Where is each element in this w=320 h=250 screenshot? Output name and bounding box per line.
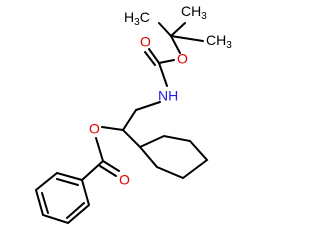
bond-c-ch3-left [158,22,172,37]
chemical-structure-diagram: H3C CH3 CH3 O O NH O O [34,3,232,225]
h3c-label-h: H [124,9,134,25]
ch3-top-label-subscript: 3 [201,11,207,22]
ch3-right-label: CH3 [206,32,232,51]
benzene-ring [34,171,91,225]
benzene-inner-bond-1 [56,178,79,186]
bond-ester-c-o-double-1 [102,160,120,172]
bond-ch2-ch [122,109,137,131]
oxygen-tbu-label: O [177,51,188,67]
ch3-right-label-ch: CH [206,32,226,48]
benzene-inner-bond-3 [66,202,85,219]
oxygen-ester-label: O [89,121,100,137]
bond-carbamate-c-n [158,62,168,87]
benzene-inner-bond-2 [41,192,49,214]
bond-o-ester-carbonyl-c [95,137,104,162]
bond-ch-cyclohexyl [122,129,141,148]
ch3-right-label-subscript: 3 [226,40,232,51]
bond-carbamate-c-o-double-2 [144,51,156,66]
bond-n-ch2 [135,101,161,111]
bond-carbamate-c-o-double-1 [148,48,160,64]
bond-c-o-tbu [170,35,181,54]
oxygen-carbamate-carbonyl-label: O [140,34,151,50]
ch3-top-label-ch: CH [181,3,201,19]
bond-c-ch3-right [170,35,204,42]
cyclohexane-ring [138,134,209,180]
h3c-label: H3C [124,9,150,28]
oxygen-ester-carbonyl-label: O [119,172,130,188]
h3c-label-subscript: 3 [134,17,140,28]
ch3-top-label: CH3 [181,3,207,22]
nh-label: NH [158,88,178,104]
bond-c-ch3-top [170,22,186,37]
bond-o-carbamate-c [158,59,175,64]
bond-ester-c-phenyl [81,160,104,181]
bond-ch-o-ester [101,126,124,131]
h3c-label-c: C [140,9,150,25]
bond-ester-c-o-double-2 [99,165,117,177]
